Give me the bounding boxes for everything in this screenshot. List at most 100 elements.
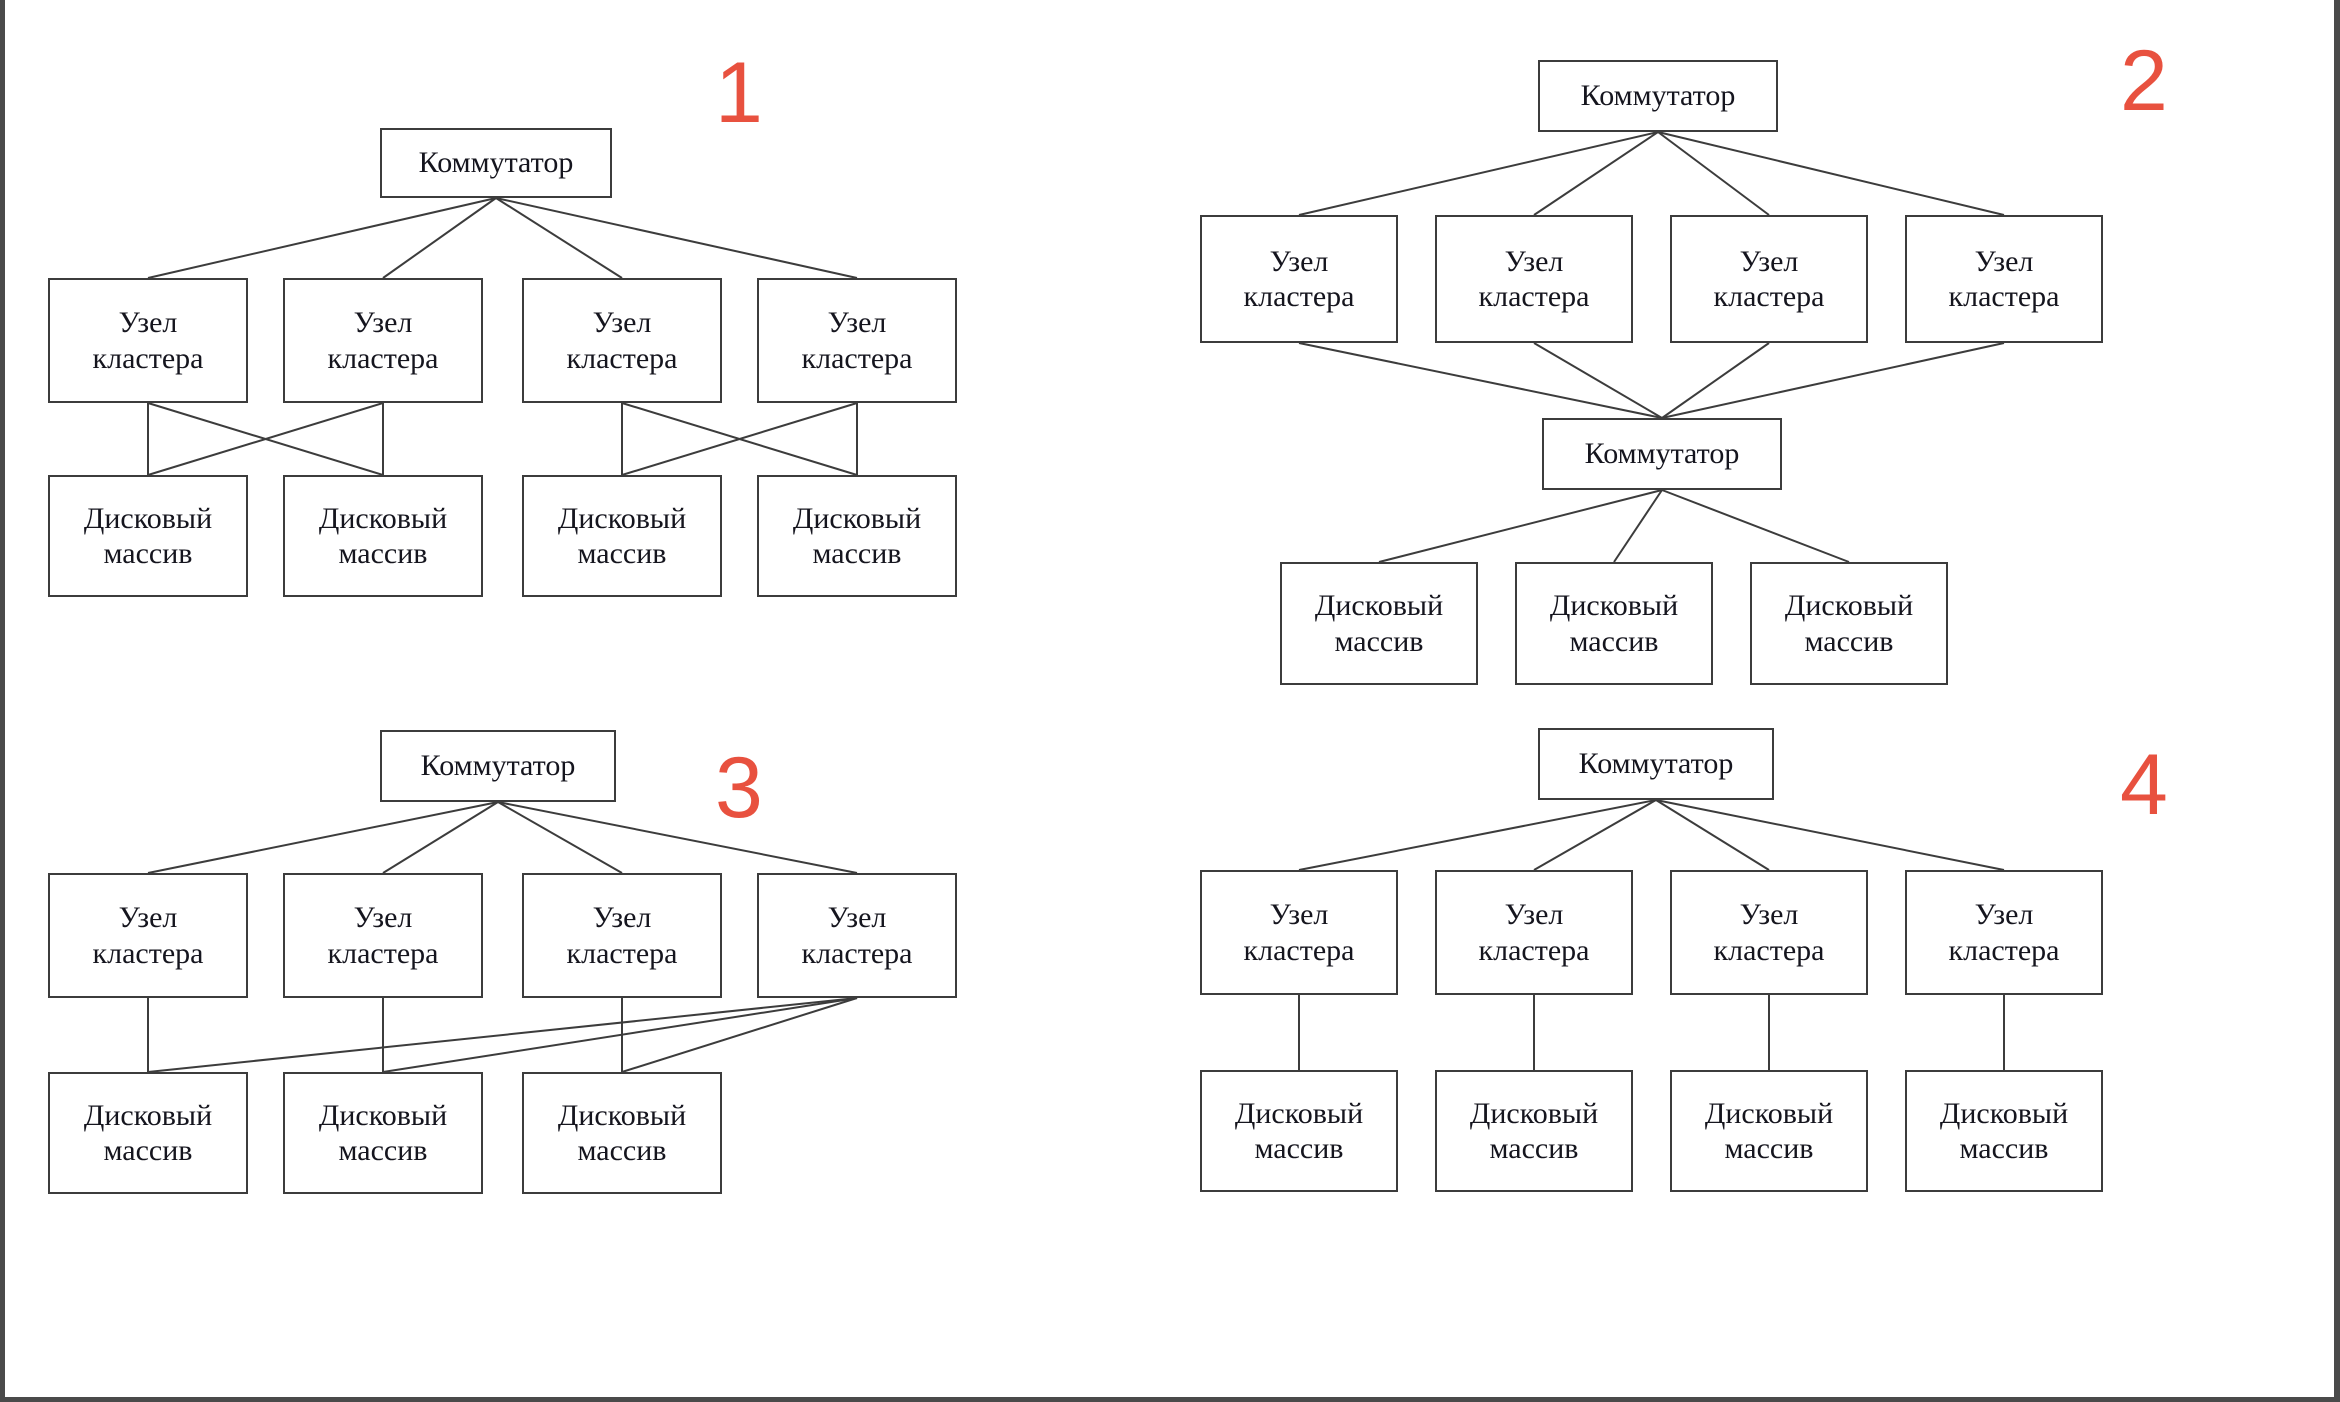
disk-array-box-label-line-1: Дисковый [1469, 1096, 1599, 1130]
cluster-node-box-label-line-1: Узел [353, 901, 413, 935]
disk-array-box-label-line-2: массив [103, 537, 193, 570]
disk-array-box-label-line-2: массив [338, 537, 428, 570]
disk-array-box-label-line-2: массив [1804, 624, 1894, 658]
disk-array-box-label-line-2: массив [1334, 624, 1424, 658]
connector-n2-to-d1 [147, 402, 384, 476]
switch-box-1: Коммутатор [380, 128, 612, 198]
connector-s2-to-d2 [1613, 489, 1663, 563]
connector-layer [147, 801, 858, 1073]
cluster-node-box-label-line-1: Узел [118, 901, 178, 935]
cluster-node-box-label-line-2: кластера [566, 936, 678, 970]
connector-s1-to-n1 [1298, 131, 1659, 216]
connector-s1-to-n3 [495, 197, 623, 279]
cluster-node-box-label-line-1: Узел [118, 306, 178, 340]
disk-array-box-label-line-1: Дисковый [557, 1098, 687, 1132]
switch-box-label-line-1: Коммутатор [1584, 437, 1740, 471]
cluster-node-box-label-line-1: Узел [1504, 244, 1564, 278]
disk-array-box-label-line-1: Дисковый [83, 501, 213, 535]
cluster-node-box-label-line-2: кластера [92, 936, 204, 970]
disk-array-box-label-line-1: Дисковый [318, 1098, 448, 1132]
connector-n4-to-d1 [147, 997, 858, 1073]
disk-array-box-label-line-1: Дисковый [1549, 589, 1679, 623]
disk-array-box-label-line-2: массив [812, 537, 902, 570]
switch-box-label-line-1: Коммутатор [420, 749, 576, 783]
diagram-number-1: 1 [715, 45, 763, 141]
disk-array-box-label-line-1: Дисковый [1234, 1096, 1364, 1130]
diagram-number-2: 2 [2120, 33, 2168, 129]
page-edge-bottom [0, 1397, 2340, 1402]
switch-box-label-line-1: Коммутатор [1580, 79, 1736, 113]
disk-array-box-label-line-1: Дисковый [1939, 1096, 2069, 1130]
disk-array-box-label-line-2: массив [1254, 1132, 1344, 1165]
connector-layer [1298, 799, 2005, 1070]
connector-s1-to-n4 [1657, 131, 2005, 216]
disk-array-box-label-line-1: Дисковый [83, 1098, 213, 1132]
connector-s1-to-n2 [382, 801, 499, 874]
disk-array-box-label-line-1: Дисковый [1704, 1096, 1834, 1130]
connector-n4-to-s2 [1661, 342, 2005, 419]
disk-array-box-label-line-1: Дисковый [1314, 589, 1444, 623]
connector-s1-to-n2 [1533, 799, 1657, 871]
connector-s1-to-n3 [1655, 799, 1770, 871]
connector-layer [147, 197, 858, 476]
disk-array-box-label-line-2: массив [1489, 1132, 1579, 1165]
cluster-node-box-label-line-2: кластера [1948, 280, 2060, 313]
connector-n4-to-d3 [621, 997, 858, 1073]
disk-array-box-label-line-2: массив [1959, 1132, 2049, 1165]
connector-s1-to-n1 [147, 801, 499, 874]
connector-s1-to-n2 [1533, 131, 1659, 216]
disk-array-box-label-line-1: Дисковый [318, 501, 448, 535]
connector-n4-to-d3 [621, 402, 858, 476]
cluster-node-box-label-line-1: Узел [353, 306, 413, 340]
connector-s1-to-n3 [1657, 131, 1770, 216]
cluster-node-box-label-line-2: кластера [1243, 280, 1355, 313]
connector-s1-to-n4 [497, 801, 858, 874]
connector-n3-to-s2 [1661, 342, 1770, 419]
connector-n1-to-s2 [1298, 342, 1663, 419]
cluster-node-box-label-line-2: кластера [1478, 933, 1590, 967]
connector-s1-to-n2 [382, 197, 497, 279]
disk-array-box-label-line-2: массив [577, 537, 667, 570]
cluster-node-box-label-line-1: Узел [1974, 244, 2034, 278]
switch-box-label-line-1: Коммутатор [1578, 747, 1734, 781]
cluster-node-box-label-line-1: Узел [592, 901, 652, 935]
cluster-node-box-label-line-2: кластера [327, 341, 439, 375]
connector-s1-to-n3 [497, 801, 623, 874]
cluster-node-box-label-line-1: Узел [1504, 898, 1564, 932]
disk-array-box-label-line-1: Дисковый [792, 501, 922, 535]
cluster-node-box-label-line-2: кластера [1478, 280, 1590, 313]
cluster-node-box-label-line-2: кластера [1713, 933, 1825, 967]
disk-array-box-label-line-2: массив [577, 1134, 667, 1167]
disk-array-box-label-line-2: массив [1724, 1132, 1814, 1165]
diagram-number-3: 3 [715, 740, 763, 836]
cluster-node-box-label-line-1: Узел [827, 306, 887, 340]
cluster-node-box-label-line-2: кластера [327, 936, 439, 970]
cluster-node-box-label-line-1: Узел [827, 901, 887, 935]
switch-box-1: Коммутатор [380, 730, 616, 802]
connector-n2-to-s2 [1533, 342, 1663, 419]
connector-layer [1298, 131, 2005, 563]
cluster-node-box-label-line-1: Узел [1269, 244, 1329, 278]
